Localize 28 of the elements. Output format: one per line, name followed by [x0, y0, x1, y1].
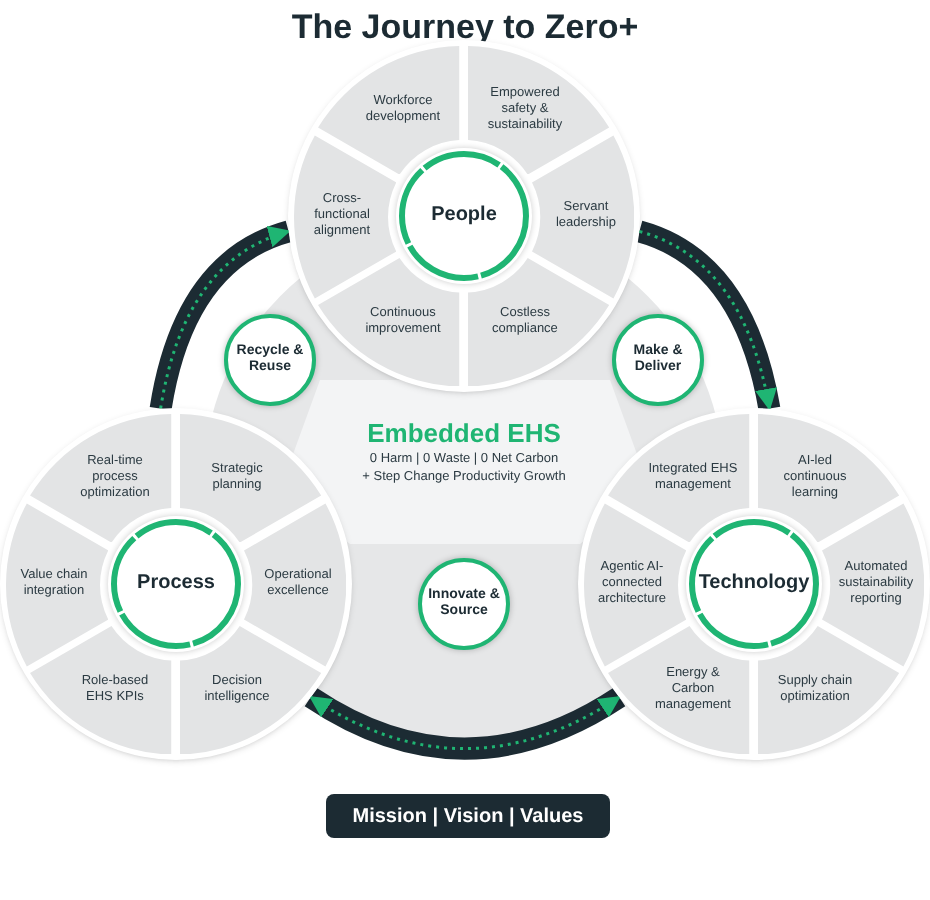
hub-circle [108, 516, 244, 652]
segment [316, 257, 464, 386]
segment [28, 625, 176, 754]
segment [294, 131, 397, 301]
segment [316, 46, 464, 175]
banner-text: Mission | Vision | Values [352, 803, 584, 831]
hub-label: Technology [698, 574, 810, 594]
segment [176, 414, 324, 543]
hub-label: People [431, 206, 497, 226]
segment [821, 499, 924, 669]
segment [606, 414, 754, 543]
segment [6, 499, 109, 669]
segment [464, 46, 612, 175]
title: The Journey to Zero+ [289, 8, 641, 48]
hub-label: Process [137, 574, 215, 594]
segment [531, 131, 634, 301]
segment [243, 499, 346, 669]
center-heading: Embedded EHS [367, 418, 561, 450]
banner [326, 794, 610, 838]
hub-circle [686, 516, 822, 652]
segment [464, 257, 612, 386]
segment [584, 499, 687, 669]
hub-circle [396, 148, 532, 284]
segment [754, 625, 902, 754]
segment [176, 625, 324, 754]
segment [28, 414, 176, 543]
segment [754, 414, 902, 543]
segment [606, 625, 754, 754]
